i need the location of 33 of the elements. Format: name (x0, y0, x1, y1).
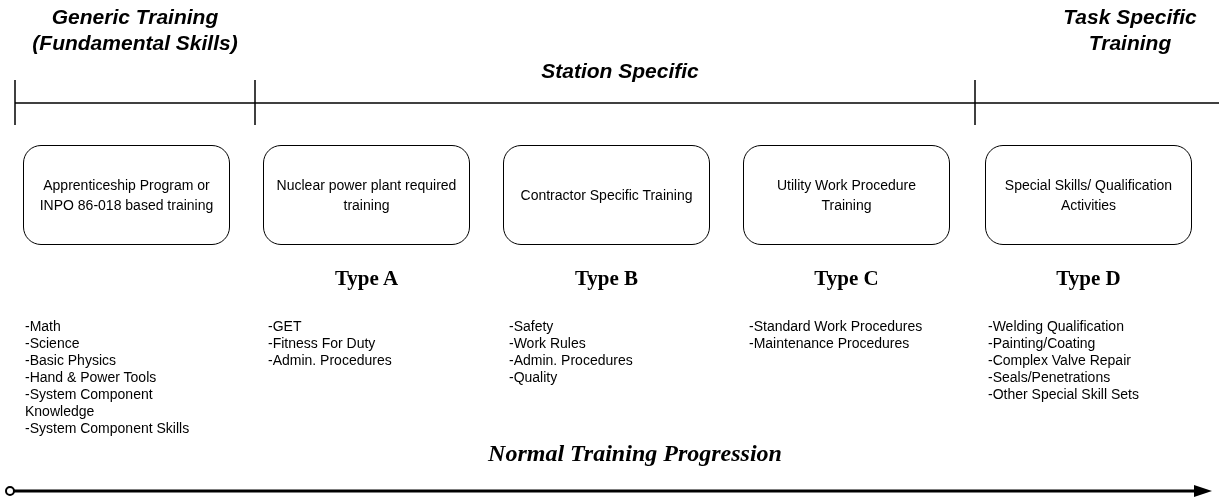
list-item: -Math (25, 318, 62, 335)
list-item: -Quality (509, 369, 559, 386)
list-item: -Admin. Procedures (268, 352, 393, 369)
list-item: -Standard Work Procedures (749, 318, 924, 335)
list-item: -Maintenance Procedures (749, 335, 911, 352)
list-item: -Seals/Penetrations (988, 369, 1112, 386)
type-heading: Type D (1055, 266, 1122, 291)
section-heading: Task Specific Training (1062, 4, 1198, 56)
rounded-box: Nuclear power plant required training (263, 145, 470, 245)
type-heading: Type C (813, 266, 880, 291)
section-heading: Station Specific (540, 58, 700, 84)
rounded-box: Apprenticeship Program or INPO 86-018 based training (23, 145, 230, 245)
rounded-box: Special Skills/ Qualification Activities (985, 145, 1192, 245)
type-heading: Type B (573, 266, 640, 291)
list-item: -Other Special Skill Sets (988, 386, 1140, 403)
rounded-box: Contractor Specific Training (503, 145, 710, 245)
list-item: -System Component Skills (25, 420, 191, 437)
list-item: -Science (25, 335, 81, 352)
section-heading: Generic Training (Fundamental Skills) (31, 4, 239, 56)
list-item: -Welding Qualification (988, 318, 1125, 335)
section-heading: Normal Training Progression (487, 440, 783, 466)
list-item: -System Component Knowledge (25, 386, 154, 420)
list-item: -Hand & Power Tools (25, 369, 158, 386)
list-item: -Basic Physics (25, 352, 118, 369)
list-item: -Complex Valve Repair (988, 352, 1132, 369)
list-item: -Painting/Coating (988, 335, 1097, 352)
type-heading: Type A (333, 266, 400, 291)
list-item: -Admin. Procedures (509, 352, 634, 369)
list-item: -GET (268, 318, 303, 335)
list-item: -Safety (509, 318, 555, 335)
list-item: -Fitness For Duty (268, 335, 377, 352)
rounded-box: Utility Work Procedure Training (743, 145, 950, 245)
list-item: -Work Rules (509, 335, 587, 352)
